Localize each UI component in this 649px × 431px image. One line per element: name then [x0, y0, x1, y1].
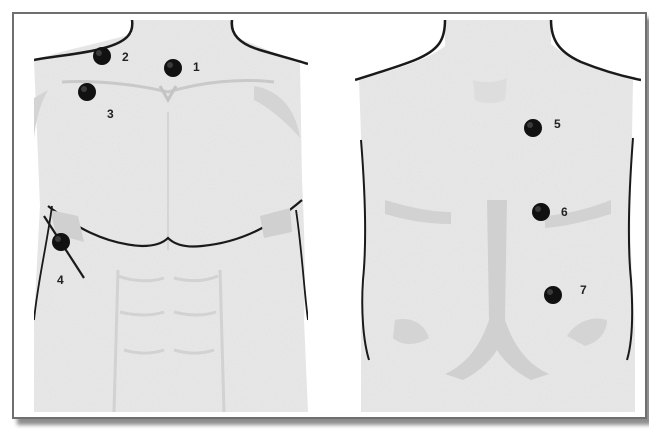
front-torso-view: 1 2 3 4 — [34, 20, 308, 412]
electrode-label-5: 5 — [554, 117, 561, 131]
back-torso-view: 5 6 7 — [355, 20, 641, 412]
electrode-label-4: 4 — [57, 273, 64, 287]
electrode-label-3: 3 — [107, 107, 114, 121]
electrode-label-7: 7 — [580, 283, 587, 297]
electrode-label-1: 1 — [193, 60, 200, 74]
electrode-label-6: 6 — [561, 205, 568, 219]
electrode-label-2: 2 — [122, 50, 129, 64]
